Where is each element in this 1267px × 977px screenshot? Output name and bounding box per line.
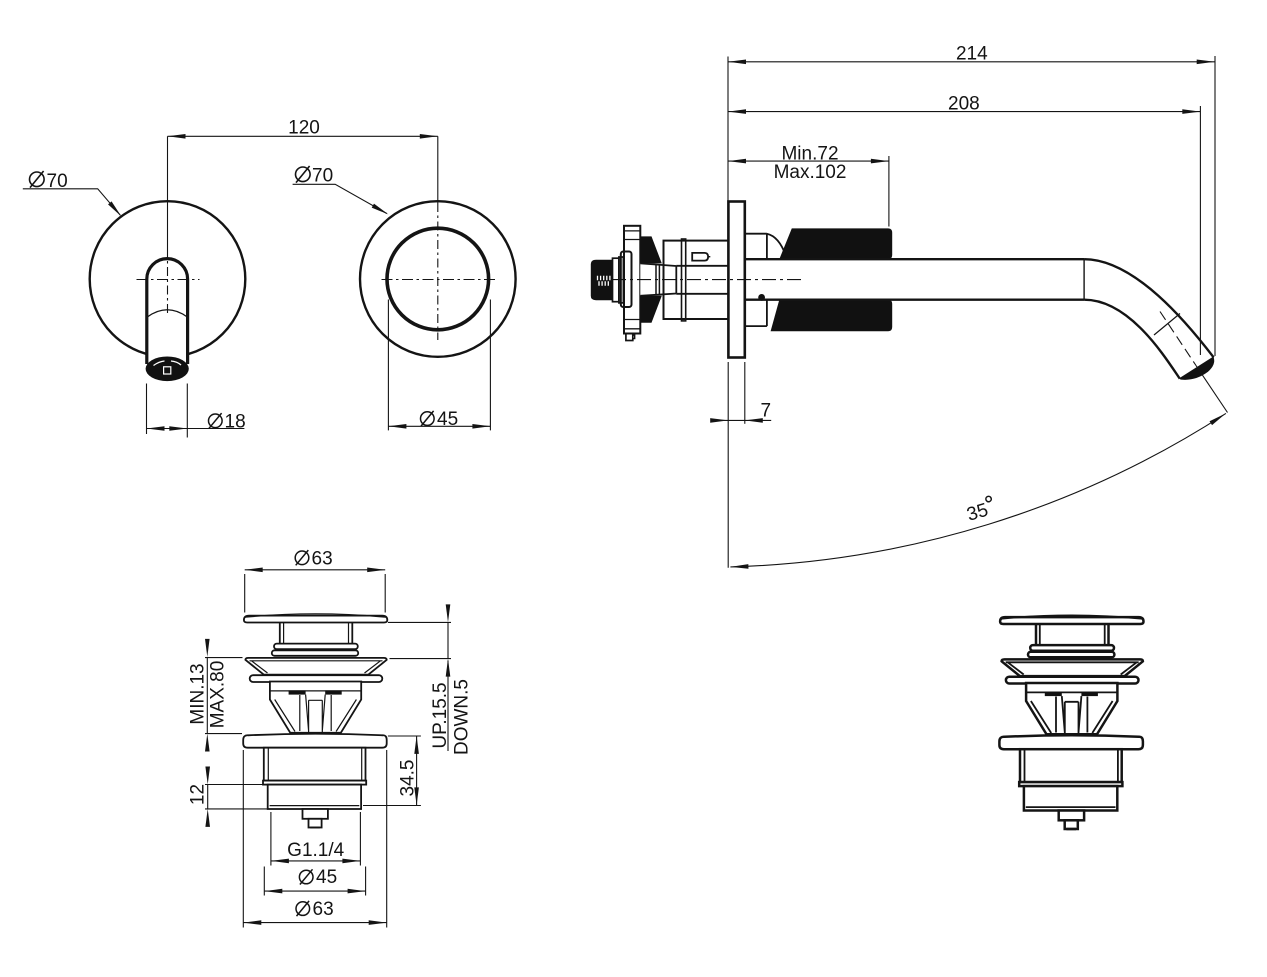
svg-text:UP.15.5: UP.15.5 [430, 682, 451, 748]
svg-text:Min.72: Min.72 [781, 144, 838, 165]
svg-text:G1.1/4: G1.1/4 [287, 840, 344, 861]
svg-text:214: 214 [956, 44, 988, 65]
svg-text:45: 45 [437, 409, 458, 430]
svg-text:70: 70 [47, 171, 68, 192]
svg-text:70: 70 [312, 166, 333, 187]
svg-text:7: 7 [761, 401, 772, 422]
svg-text:MIN.13: MIN.13 [187, 663, 208, 724]
svg-text:63: 63 [313, 899, 334, 920]
svg-text:63: 63 [312, 549, 333, 570]
svg-text:34.5: 34.5 [398, 760, 419, 797]
svg-text:45: 45 [316, 867, 337, 888]
svg-text:18: 18 [225, 411, 246, 432]
svg-text:Max.102: Max.102 [774, 162, 847, 183]
svg-text:208: 208 [948, 93, 980, 114]
svg-text:12: 12 [188, 784, 209, 805]
svg-text:MAX.80: MAX.80 [207, 661, 228, 729]
svg-text:120: 120 [288, 118, 320, 139]
svg-text:DOWN.5: DOWN.5 [452, 679, 473, 755]
